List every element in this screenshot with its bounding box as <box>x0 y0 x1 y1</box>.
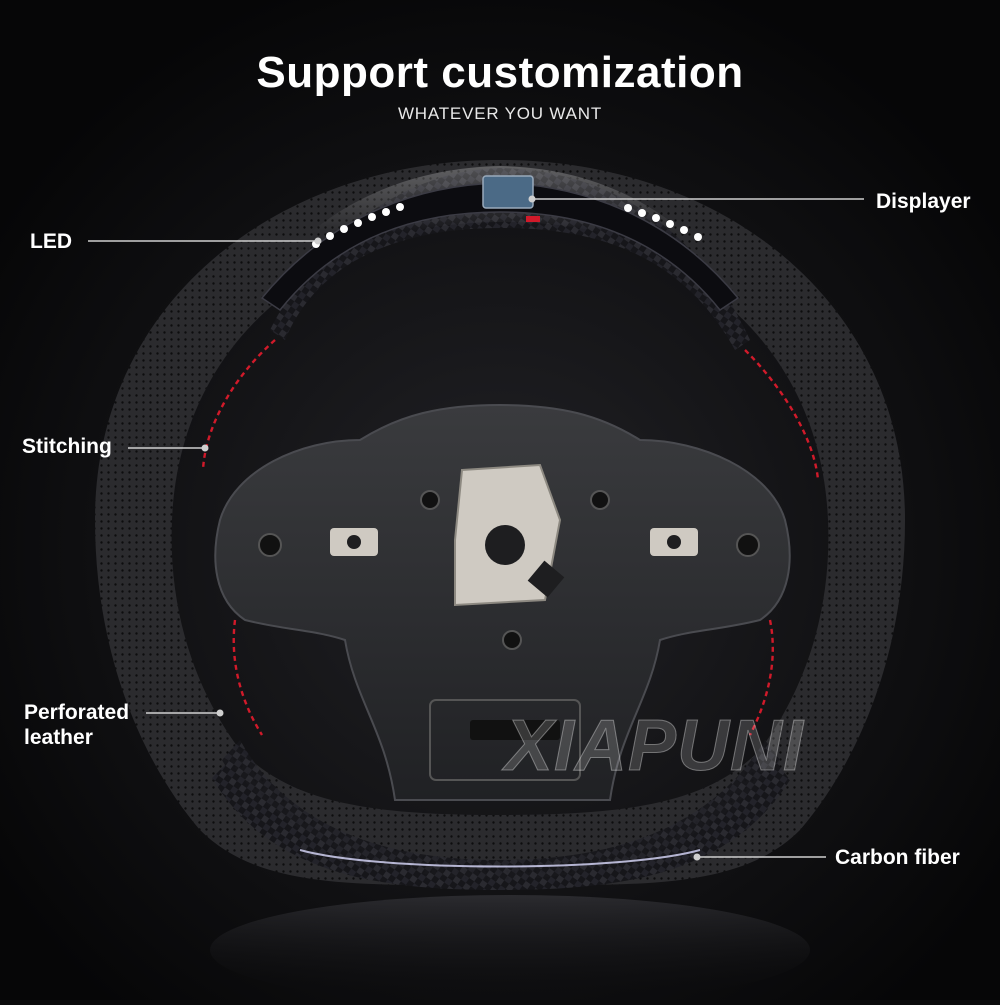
callout-displayer: Displayer <box>876 190 971 213</box>
callout-leaders <box>88 195 864 861</box>
callout-carbon-fiber: Carbon fiber <box>835 846 960 869</box>
brand-watermark: XIAPUNI <box>504 706 805 787</box>
headline: Support customization <box>256 48 744 97</box>
subheadline: WHATEVER YOU WANT <box>397 104 603 123</box>
callout-led: LED <box>30 230 72 253</box>
callout-perforated-leather: Perforated leather <box>24 700 129 750</box>
callout-stitching: Stitching <box>22 435 112 458</box>
display-screen <box>482 175 534 209</box>
wheel-hub <box>214 403 791 801</box>
led-bar <box>260 175 740 312</box>
callout-perforated-line1: Perforated <box>24 701 130 724</box>
callout-perforated-line2: leather <box>24 726 93 749</box>
red-stitching <box>201 339 820 736</box>
